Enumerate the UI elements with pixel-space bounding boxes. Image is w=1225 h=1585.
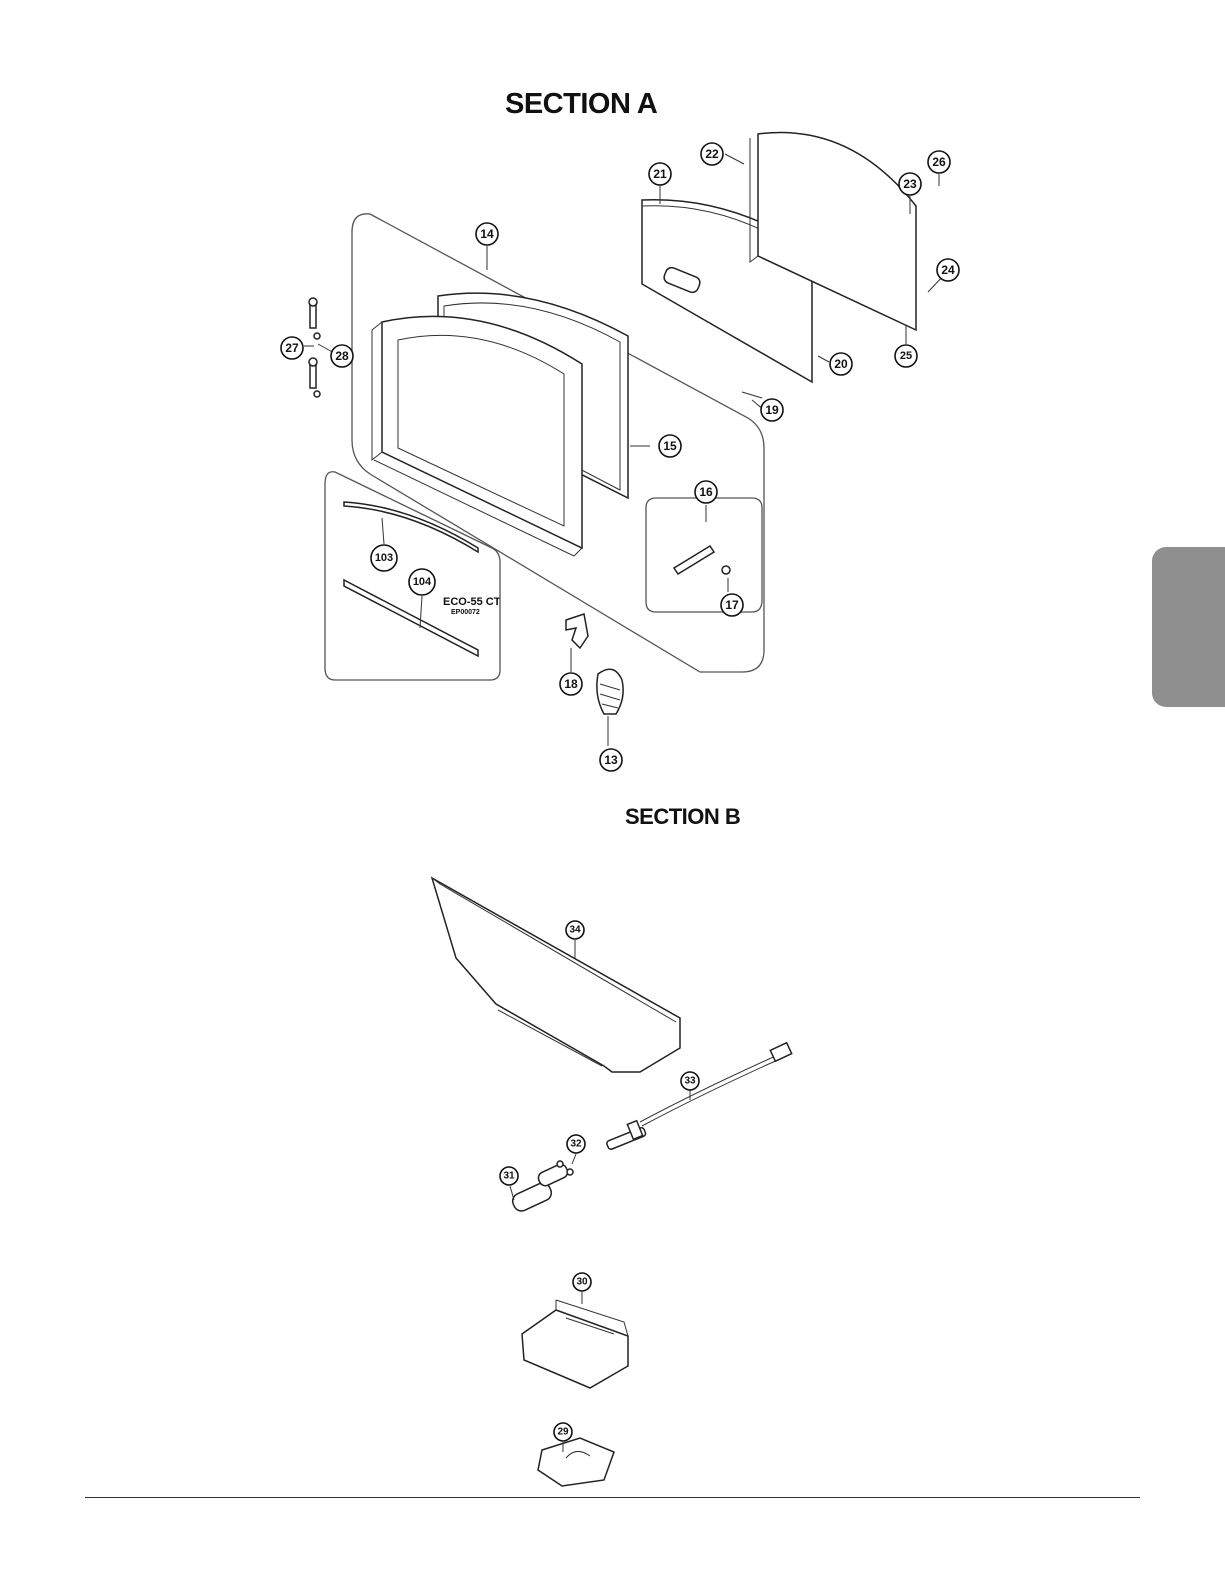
callout-104: 104 (409, 569, 435, 595)
callout-17: 17 (721, 594, 743, 616)
svg-text:104: 104 (413, 576, 432, 588)
ash-pan-lid-part (538, 1438, 614, 1486)
callout-24: 24 (937, 259, 959, 281)
svg-text:14: 14 (480, 227, 494, 241)
callout-30: 30 (573, 1273, 591, 1291)
callout-20: 20 (830, 353, 852, 375)
callout-18: 18 (560, 673, 582, 695)
svg-text:16: 16 (699, 485, 713, 499)
callout-16: 16 (695, 481, 717, 503)
svg-text:15: 15 (663, 439, 677, 453)
callout-103: 103 (371, 545, 397, 571)
callout-31: 31 (500, 1167, 518, 1185)
svg-text:34: 34 (569, 925, 581, 936)
callout-22: 22 (701, 143, 723, 165)
svg-text:30: 30 (576, 1277, 588, 1288)
deflector-part (432, 878, 680, 1072)
bracket-part (566, 614, 588, 648)
svg-text:26: 26 (932, 155, 946, 169)
callout-19: 19 (761, 399, 783, 421)
svg-text:22: 22 (705, 147, 719, 161)
callout-26: 26 (928, 151, 950, 173)
callout-29: 29 (554, 1423, 572, 1441)
igniter-holder-part (510, 1161, 573, 1214)
callout-32: 32 (567, 1135, 585, 1153)
svg-text:103: 103 (375, 552, 393, 564)
svg-text:31: 31 (503, 1171, 515, 1182)
callout-34: 34 (566, 921, 584, 939)
svg-text:27: 27 (285, 341, 299, 355)
svg-text:32: 32 (570, 1139, 582, 1150)
callout-21: 21 (649, 163, 671, 185)
svg-text:21: 21 (653, 167, 667, 181)
svg-text:18: 18 (564, 677, 578, 691)
svg-text:29: 29 (557, 1427, 569, 1438)
callout-33: 33 (681, 1072, 699, 1090)
svg-text:17: 17 (725, 598, 739, 612)
svg-text:24: 24 (941, 263, 955, 277)
svg-text:25: 25 (900, 350, 912, 362)
burn-pot-part (522, 1300, 628, 1388)
gasket-pin-part (742, 392, 762, 398)
door-frame-part (372, 316, 582, 556)
svg-text:19: 19 (765, 403, 779, 417)
svg-text:23: 23 (903, 177, 917, 191)
callout-13: 13 (600, 749, 622, 771)
callout-15: 15 (659, 435, 681, 457)
svg-text:13: 13 (604, 753, 618, 767)
mitt-part (597, 669, 623, 714)
svg-text:20: 20 (834, 357, 848, 371)
svg-text:28: 28 (335, 349, 349, 363)
callout-27: 27 (281, 337, 303, 359)
hinge-pins-part (309, 298, 320, 397)
svg-text:33: 33 (684, 1076, 696, 1087)
door-handle-part (674, 546, 730, 574)
callout-25: 25 (895, 345, 917, 367)
callout-14: 14 (476, 223, 498, 245)
callout-23: 23 (899, 173, 921, 195)
callout-28: 28 (331, 345, 353, 367)
